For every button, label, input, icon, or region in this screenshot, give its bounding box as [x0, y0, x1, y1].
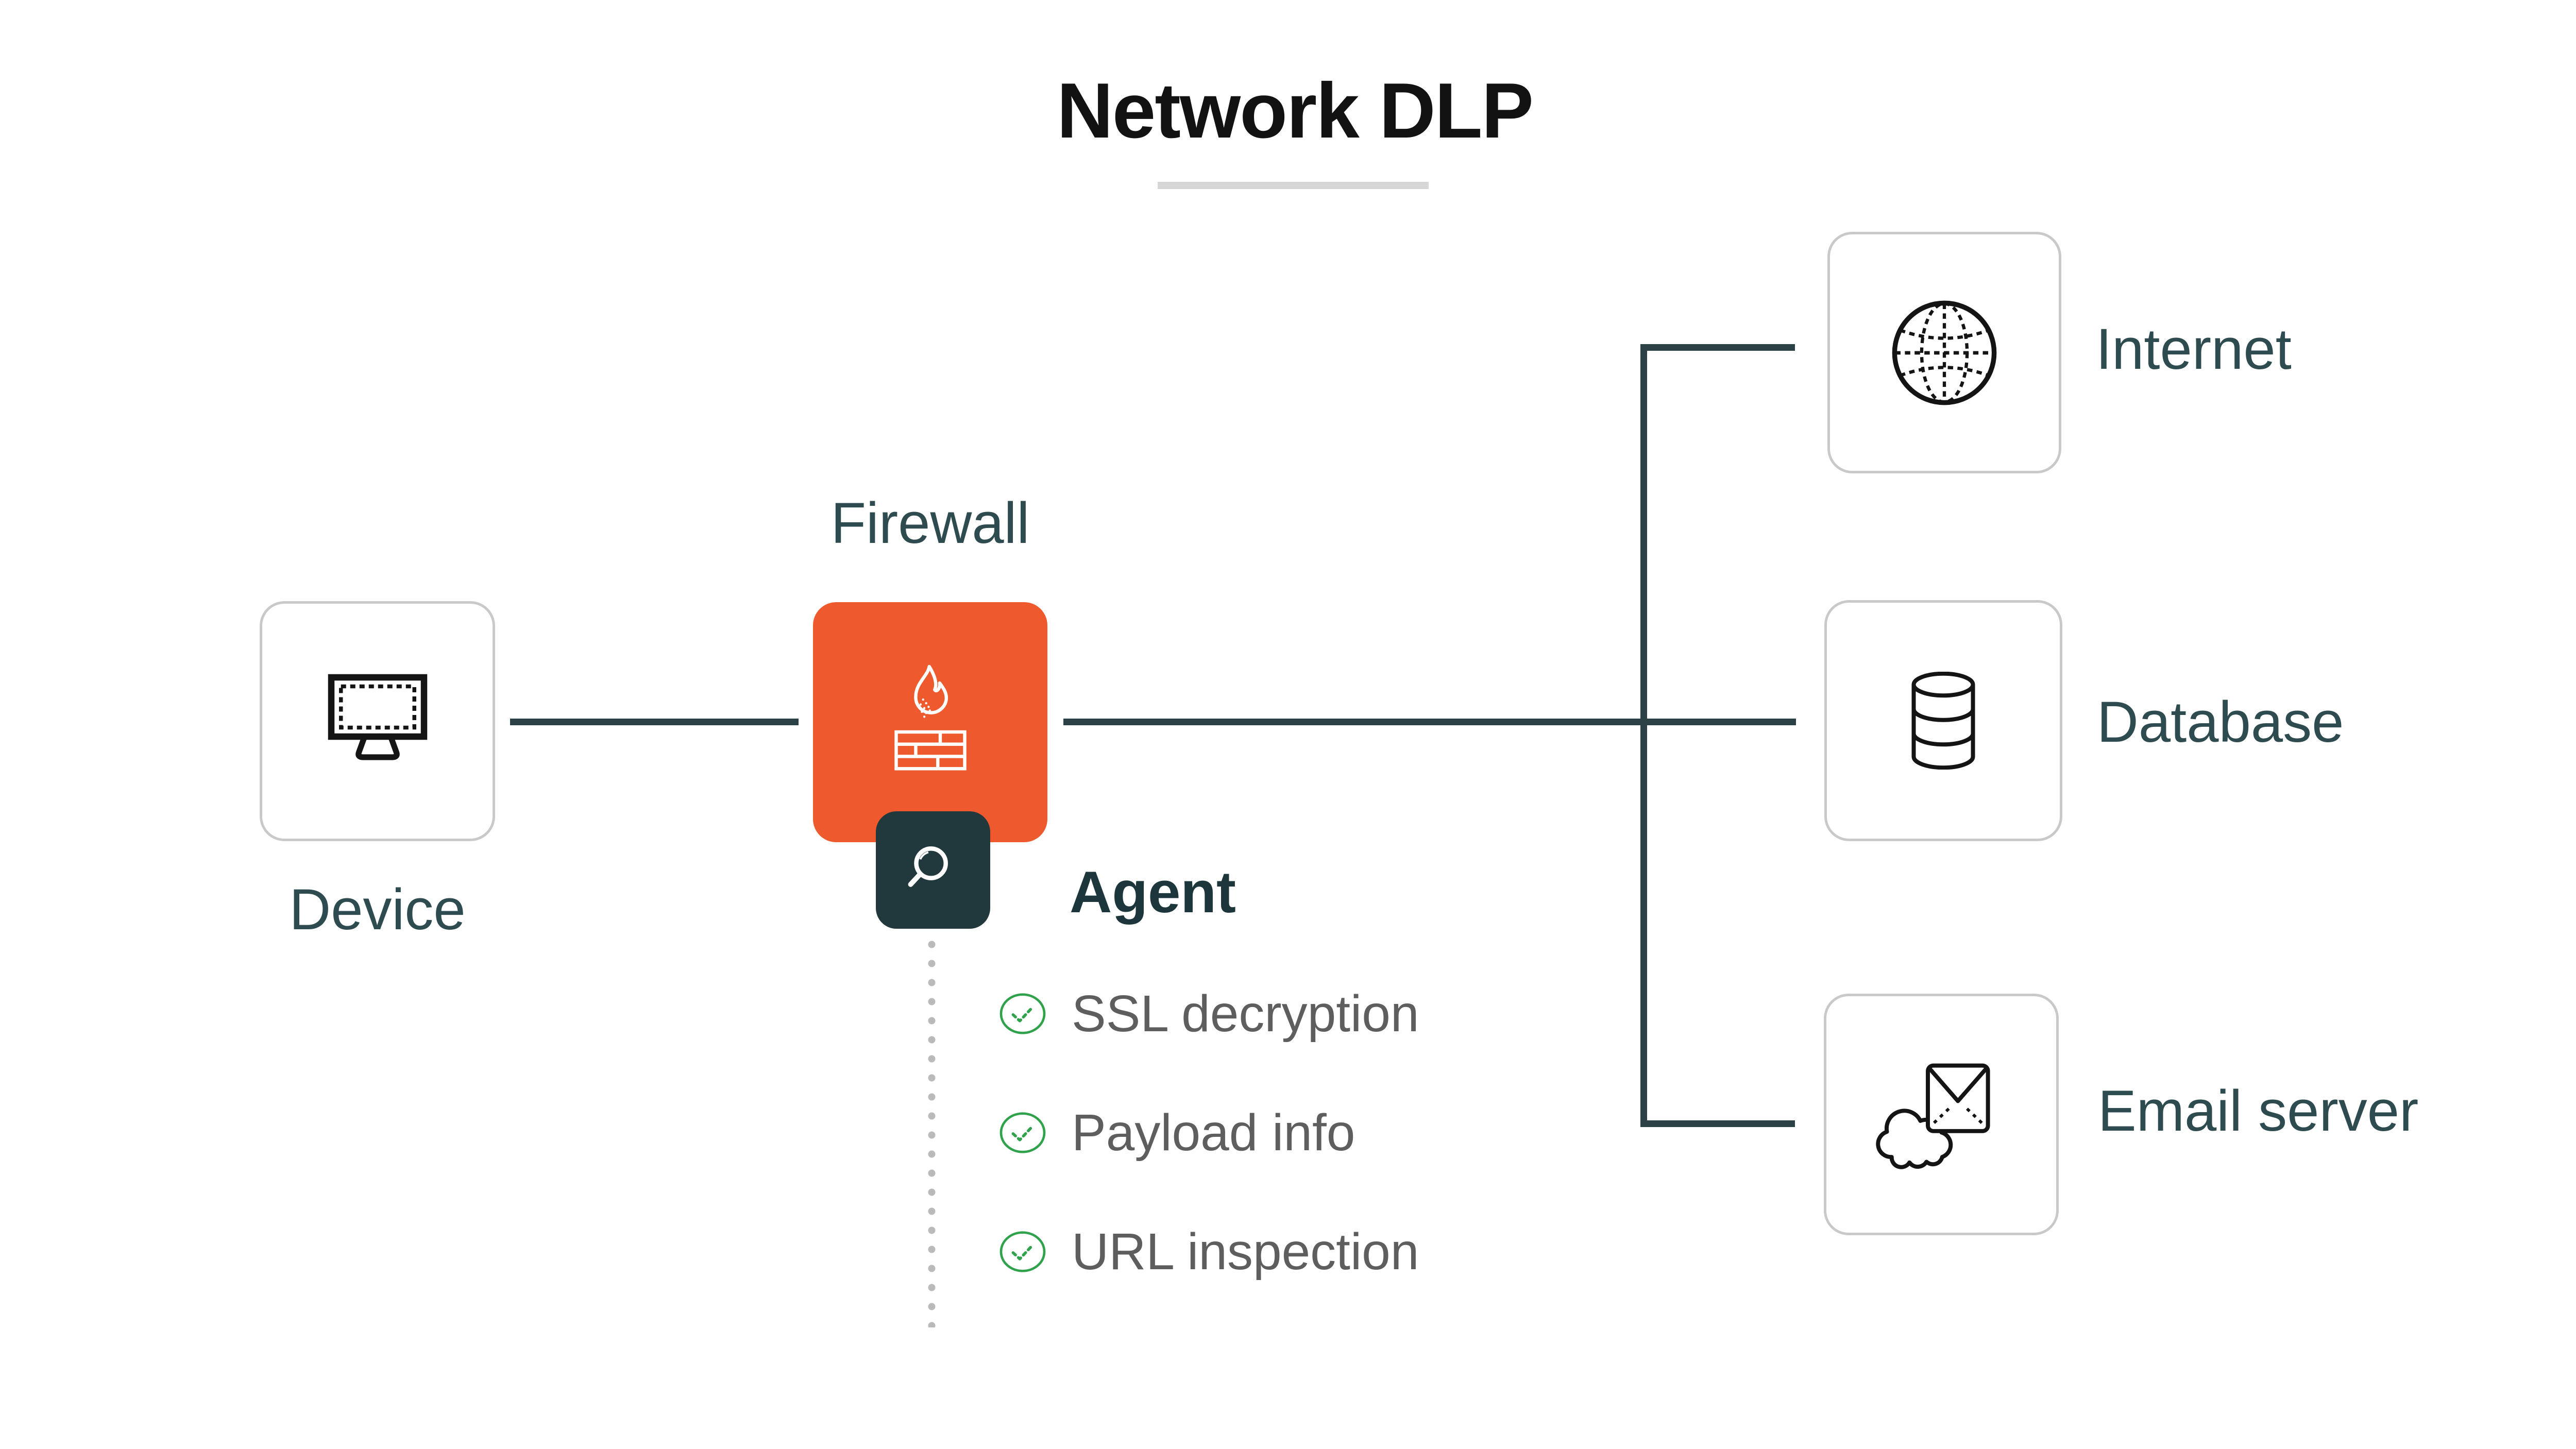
database-label: Database: [2097, 690, 2344, 754]
internet-label: Internet: [2096, 317, 2292, 381]
check-circle-icon: [998, 1230, 1047, 1273]
monitor-icon: [313, 670, 442, 773]
agent-dotted-line: [928, 935, 936, 1327]
firewall-node: [813, 602, 1047, 842]
connector-firewall-hub: [1063, 719, 1796, 725]
agent-feature-label: SSL decryption: [1072, 984, 1419, 1043]
internet-node: [1827, 232, 2061, 473]
email-server-node: [1824, 994, 2059, 1235]
agent-label: Agent: [1070, 860, 1236, 925]
email-cloud-icon: [1873, 1060, 2010, 1169]
firewall-label: Firewall: [831, 491, 1030, 555]
device-node: [260, 601, 495, 841]
page-title: Network DLP: [1057, 67, 1534, 155]
globe-icon: [1890, 299, 1998, 407]
email-server-label: Email server: [2098, 1079, 2419, 1143]
check-circle-icon: [998, 1111, 1047, 1154]
agent-feature-label: Payload info: [1072, 1103, 1355, 1162]
agent-node: [876, 811, 990, 929]
agent-feature-row: SSL decryption: [998, 983, 1419, 1045]
connector-device-firewall: [510, 719, 799, 725]
device-label: Device: [289, 877, 466, 942]
agent-feature-row: URL inspection: [998, 1221, 1419, 1283]
check-circle-icon: [998, 992, 1047, 1035]
database-cylinder-icon: [1905, 672, 1982, 770]
agent-feature-label: URL inspection: [1072, 1222, 1419, 1281]
connector-hub-email: [1640, 1120, 1795, 1127]
agent-feature-row: Payload info: [998, 1102, 1355, 1164]
connector-hub-internet: [1640, 344, 1795, 351]
flame-brick-wall-icon: [891, 663, 970, 781]
magnifier-icon: [900, 837, 967, 904]
title-underline: [1158, 182, 1429, 189]
database-node: [1824, 600, 2062, 841]
connector-hub-vertical: [1640, 344, 1647, 1127]
